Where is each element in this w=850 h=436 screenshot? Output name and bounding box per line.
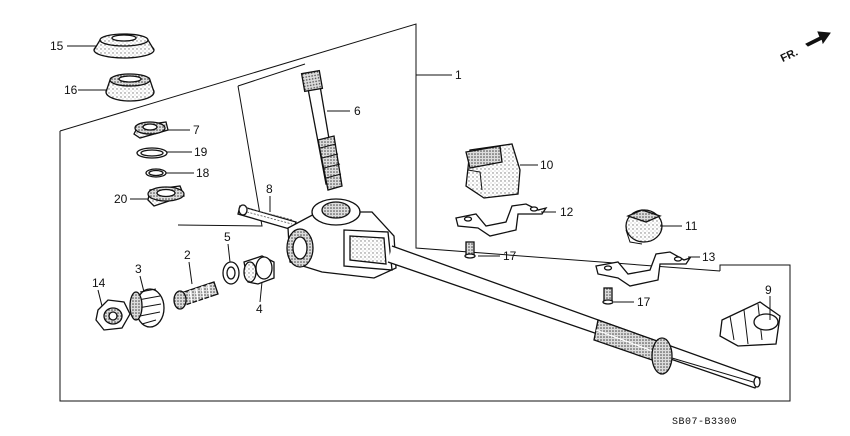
front-direction-indicator: FR. (779, 31, 831, 65)
callout-19: 19 (194, 145, 208, 159)
part-5-washer (222, 261, 240, 285)
callout-9: 9 (765, 283, 772, 297)
part-14-lock-nut (95, 299, 131, 331)
part-3-adjusting-screw (129, 288, 165, 328)
part-17-bolt-upper (464, 241, 476, 259)
callout-17-lower: 17 (637, 295, 651, 309)
part-8-rack (237, 204, 297, 231)
part-13-mounting-bracket (595, 251, 692, 287)
callout-10: 10 (540, 158, 554, 172)
steering-gear-housing (286, 198, 397, 279)
part-10-mount-bushing (465, 143, 521, 199)
callout-5: 5 (224, 230, 231, 244)
callout-15: 15 (50, 39, 64, 53)
rack-tube (387, 245, 761, 389)
part-4-rack-guide (243, 255, 275, 285)
callout-7: 7 (193, 123, 200, 137)
leader-lines (67, 45, 771, 320)
part-2-spring (173, 281, 219, 310)
callout-1: 1 (455, 68, 462, 82)
callout-12: 12 (560, 205, 574, 219)
diagram-code: SB07-B3300 (672, 417, 737, 428)
part-6-pinion-shaft (300, 69, 343, 191)
callout-18: 18 (196, 166, 210, 180)
callout-13: 13 (702, 250, 716, 264)
part-12-mounting-bracket (455, 203, 548, 237)
callout-4: 4 (256, 302, 263, 316)
front-direction-label: FR. (779, 46, 800, 64)
part-11-mount-bushing (625, 209, 663, 245)
callout-14: 14 (92, 276, 106, 290)
part-16-seal (105, 73, 155, 102)
assembly-outline (59, 23, 791, 402)
part-9-boot-clip (719, 301, 781, 347)
callout-17-upper: 17 (503, 249, 517, 263)
front-arrow-icon (805, 31, 831, 47)
callout-3: 3 (135, 262, 142, 276)
part-20-bearing (147, 185, 185, 207)
part-7-bearing (133, 121, 169, 139)
callout-6: 6 (354, 104, 361, 118)
part-17-bolt-lower (602, 287, 614, 305)
callout-2: 2 (184, 248, 191, 262)
part-15-dust-cap (93, 33, 155, 59)
callout-20: 20 (114, 192, 128, 206)
callout-labels: 15 16 1 7 19 18 20 6 8 10 12 11 13 17 17… (50, 39, 772, 316)
part-19-snap-ring (136, 147, 168, 159)
part-18-o-ring (145, 168, 167, 178)
callout-16: 16 (64, 83, 78, 97)
callout-8: 8 (266, 182, 273, 196)
callout-11: 11 (685, 219, 698, 233)
